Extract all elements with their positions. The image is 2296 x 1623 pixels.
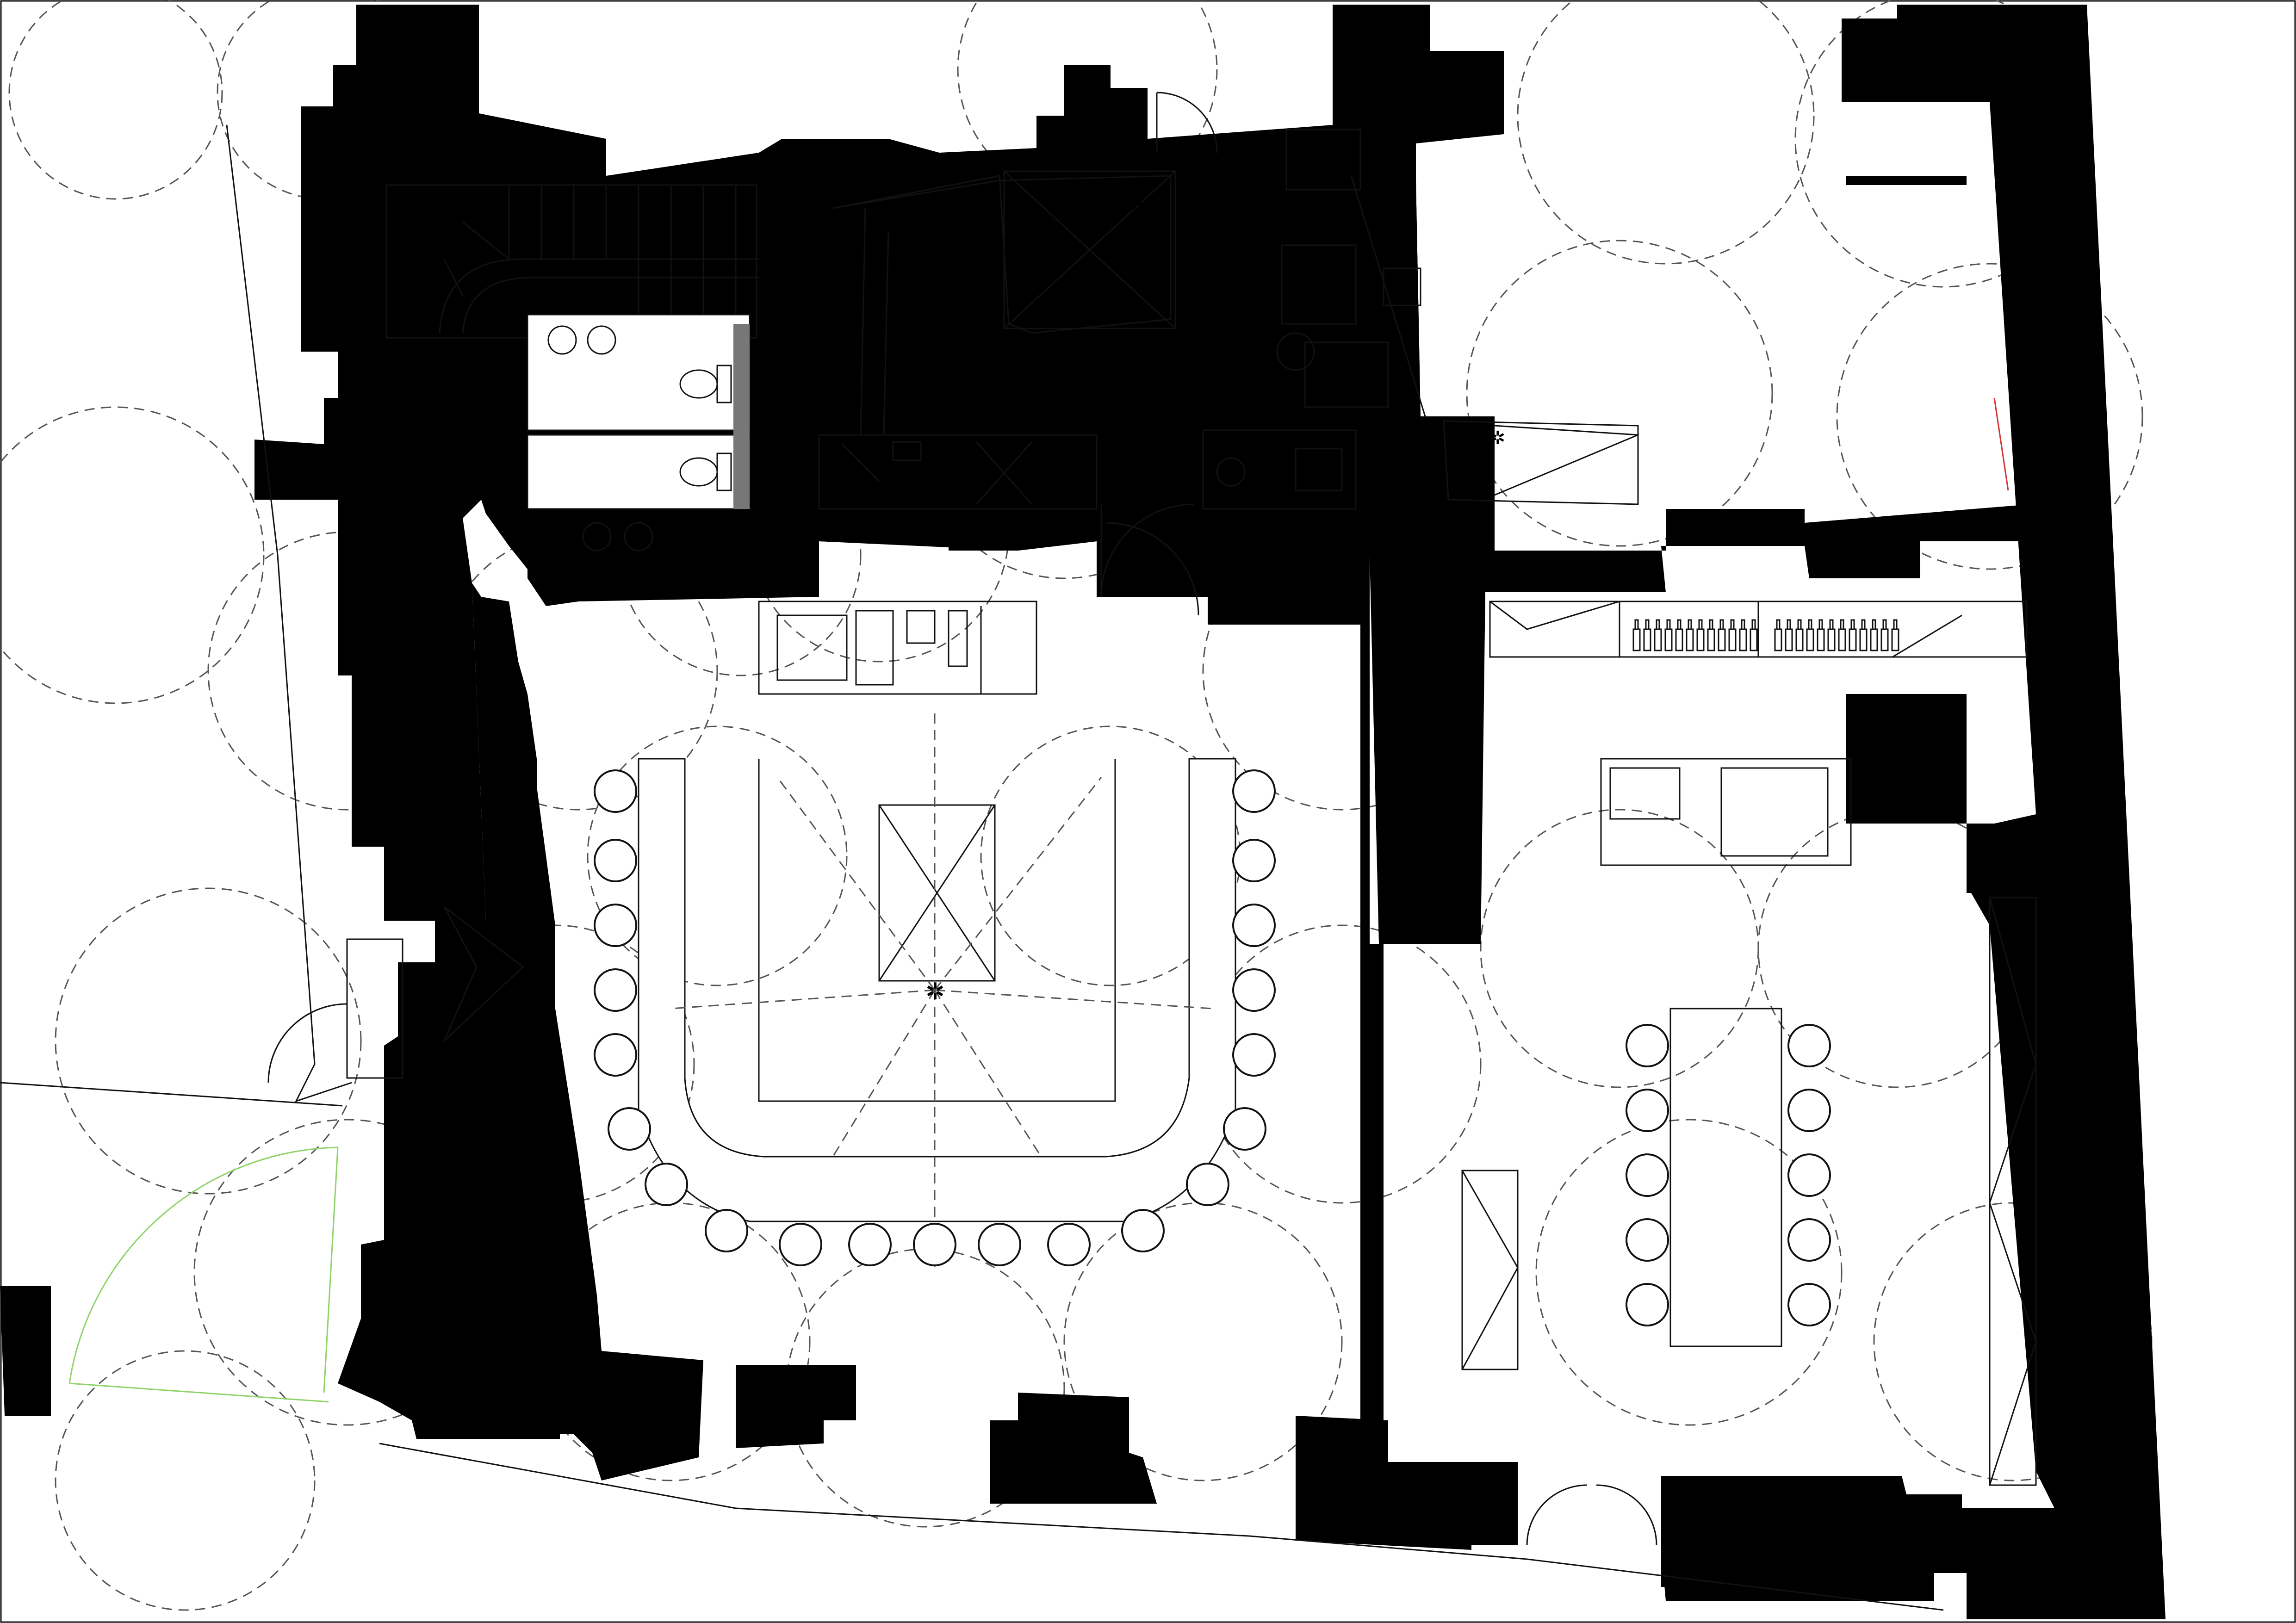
snowflake-icon: ✲ ✲ ✲✲ ✲ [953,196,1506,457]
svg-text:✲: ✲ [1018,215,1034,236]
chair-icon [1047,1223,1091,1266]
main-bar-counter: ✲ [638,708,1236,1268]
chair-icon [1186,1163,1229,1206]
chair-icon [608,1107,651,1151]
chair-icon [1232,1033,1276,1077]
wine-bottle-icon [1750,619,1758,651]
wine-bottle-icon [1806,619,1814,651]
chair-icon [1787,1024,1831,1067]
wine-bottle-icon [1728,619,1737,651]
back-kitchen [818,129,1426,510]
wine-bottle-icon [1891,619,1899,651]
door-swing-icon [267,92,1657,1546]
bar-chairs [594,769,1276,1266]
svg-text:✲: ✲ [1129,196,1145,217]
chair-icon [1787,1283,1831,1326]
toilet-icon [679,365,732,403]
chair-icon [1626,1024,1669,1067]
chair-icon [913,1223,956,1266]
sink-icon [547,325,653,551]
cold-room-right [1443,420,1639,505]
bar-back-counter [758,601,1037,695]
wine-bottle-icon [1785,619,1793,651]
bar-radial-lines [670,708,1213,1268]
chair-icon [594,968,637,1012]
chair-icon [978,1223,1021,1266]
chair-icon [1626,1283,1669,1326]
wine-bottle-icon [1664,619,1673,651]
wine-bottle-icon [1827,619,1836,651]
wine-bottle-icon [1707,619,1715,651]
chair-icon [1121,1209,1165,1252]
wine-bottle-icon [1817,619,1825,651]
svg-text:✲✲: ✲✲ [953,440,978,457]
chair-icon [1232,839,1276,882]
chair-icon [645,1163,688,1206]
chair-icon [1626,1153,1669,1197]
wine-bottles [1632,619,1899,651]
chair-icon [1232,769,1276,813]
wine-bottle-icon [1880,619,1889,651]
reception-desk [1600,758,1852,866]
wine-bottle-icon [1632,619,1641,651]
toilet-room [527,314,751,551]
wine-bottle-icon [1718,619,1726,651]
chair-icon [594,769,637,813]
wine-bottle-icon [1838,619,1846,651]
wine-bottle-icon [1849,619,1857,651]
wine-bottle-icon [1643,619,1651,651]
chair-icon [1232,904,1276,947]
chair-icon [705,1209,748,1252]
chair-icon [1787,1089,1831,1132]
chair-icon [1787,1153,1831,1197]
wine-bottle-icon [1654,619,1662,651]
chair-icon [1626,1089,1669,1132]
chair-icon [1232,968,1276,1012]
facade-outline [0,124,1944,1611]
wine-display [1489,601,2028,658]
wine-bottle-icon [1859,619,1868,651]
wine-bottle-icon [1675,619,1683,651]
red-marker-line [1993,397,2009,491]
snowflake-icon: ✲ [925,978,945,1005]
wine-bottle-icon [1774,619,1782,651]
chair-icon [594,1033,637,1077]
chair-icon [594,904,637,947]
toilet-icon [679,452,732,491]
chair-icon [1787,1218,1831,1262]
wine-bottle-icon [1686,619,1694,651]
entrance-door [68,1146,339,1403]
dining-table [1669,1008,1782,1347]
chair-icon [1626,1218,1669,1262]
chair-icon [1223,1107,1266,1151]
wine-bottle-icon [1696,619,1705,651]
svg-text:✲: ✲ [1490,427,1506,449]
chair-icon [848,1223,892,1266]
chair-icon [779,1223,822,1266]
wine-bottle-icon [1795,619,1804,651]
dining-chairs [1626,1024,1831,1326]
side-cabinets [1461,897,2037,1486]
wine-bottle-icon [1739,619,1747,651]
wine-bottle-icon [1870,619,1878,651]
chair-icon [594,839,637,882]
